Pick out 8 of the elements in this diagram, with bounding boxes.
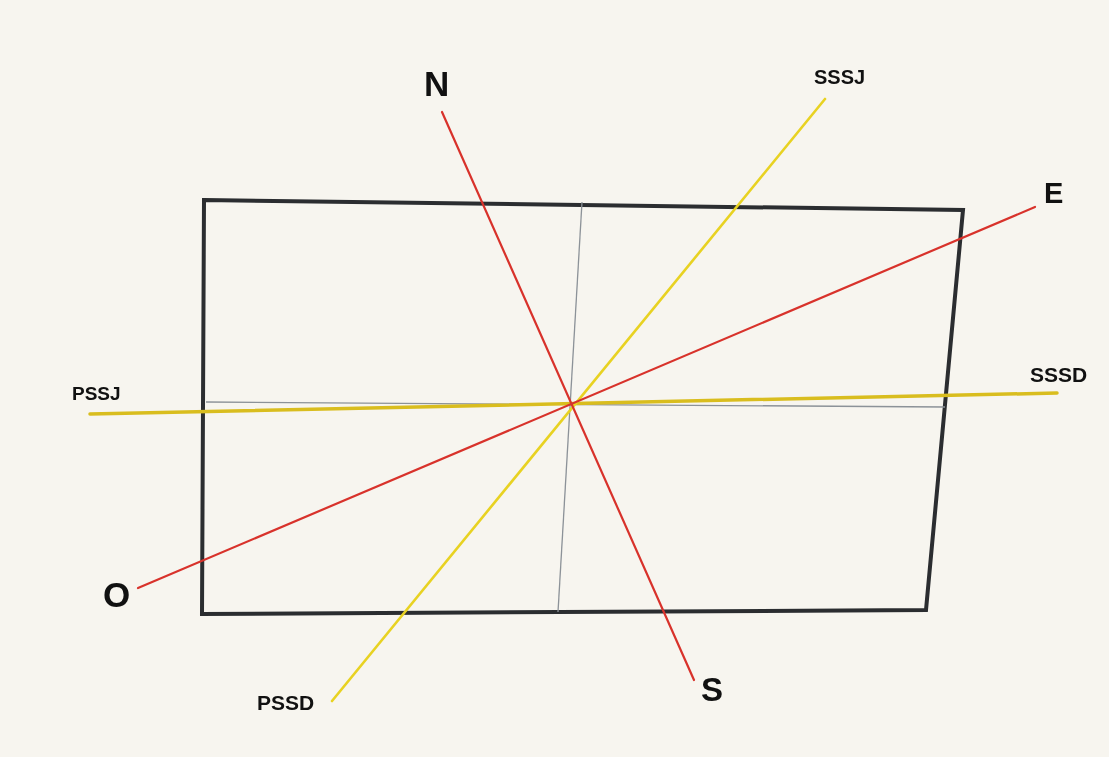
direction-label: PSSJ: [72, 384, 121, 403]
direction-label: PSSD: [257, 692, 315, 713]
compass-label: N: [424, 66, 450, 101]
compass-label: S: [701, 673, 723, 706]
direction-label: SSSD: [1030, 364, 1088, 385]
compass-label: E: [1044, 179, 1064, 208]
direction-label: SSSJ: [814, 67, 866, 87]
compass-label: O: [103, 577, 131, 612]
